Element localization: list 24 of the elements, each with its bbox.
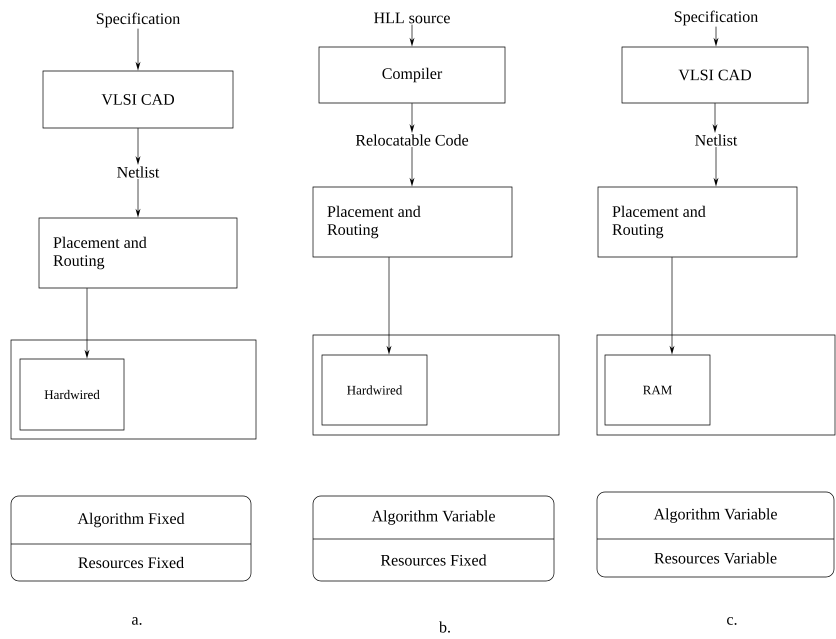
- panel-label: b.: [439, 621, 450, 633]
- flow-label: Specification: [96, 12, 180, 28]
- flow-label: Netlist: [117, 166, 160, 178]
- process-box: Placement and Routing: [598, 186, 798, 258]
- flow-label: Specification: [674, 10, 758, 26]
- process-box: Compiler: [318, 46, 506, 104]
- flow-label: Relocatable Code: [356, 134, 468, 146]
- process-box: VLSI CAD: [42, 70, 234, 128]
- panel-label: c.: [727, 617, 736, 625]
- block-box: RAM: [604, 354, 710, 426]
- device-box: [10, 340, 256, 440]
- flow-label: HLL source: [374, 12, 450, 24]
- panel-label: a.: [132, 617, 142, 625]
- device-box: [596, 334, 836, 436]
- process-box: VLSI CAD: [622, 46, 808, 104]
- property-box: Algorithm Variable Resources Variable: [596, 492, 834, 578]
- property-box: Algorithm Fixed Resources Fixed: [10, 496, 252, 582]
- block-box: Hardwired: [322, 354, 428, 426]
- process-box: Placement and Routing: [312, 186, 512, 258]
- flow-label: Netlist: [695, 134, 738, 146]
- block-box: Hardwired: [20, 358, 124, 430]
- device-box: [312, 334, 560, 436]
- property-box: Algorithm Variable Resources Fixed: [312, 496, 554, 582]
- process-box: Placement and Routing: [38, 218, 238, 288]
